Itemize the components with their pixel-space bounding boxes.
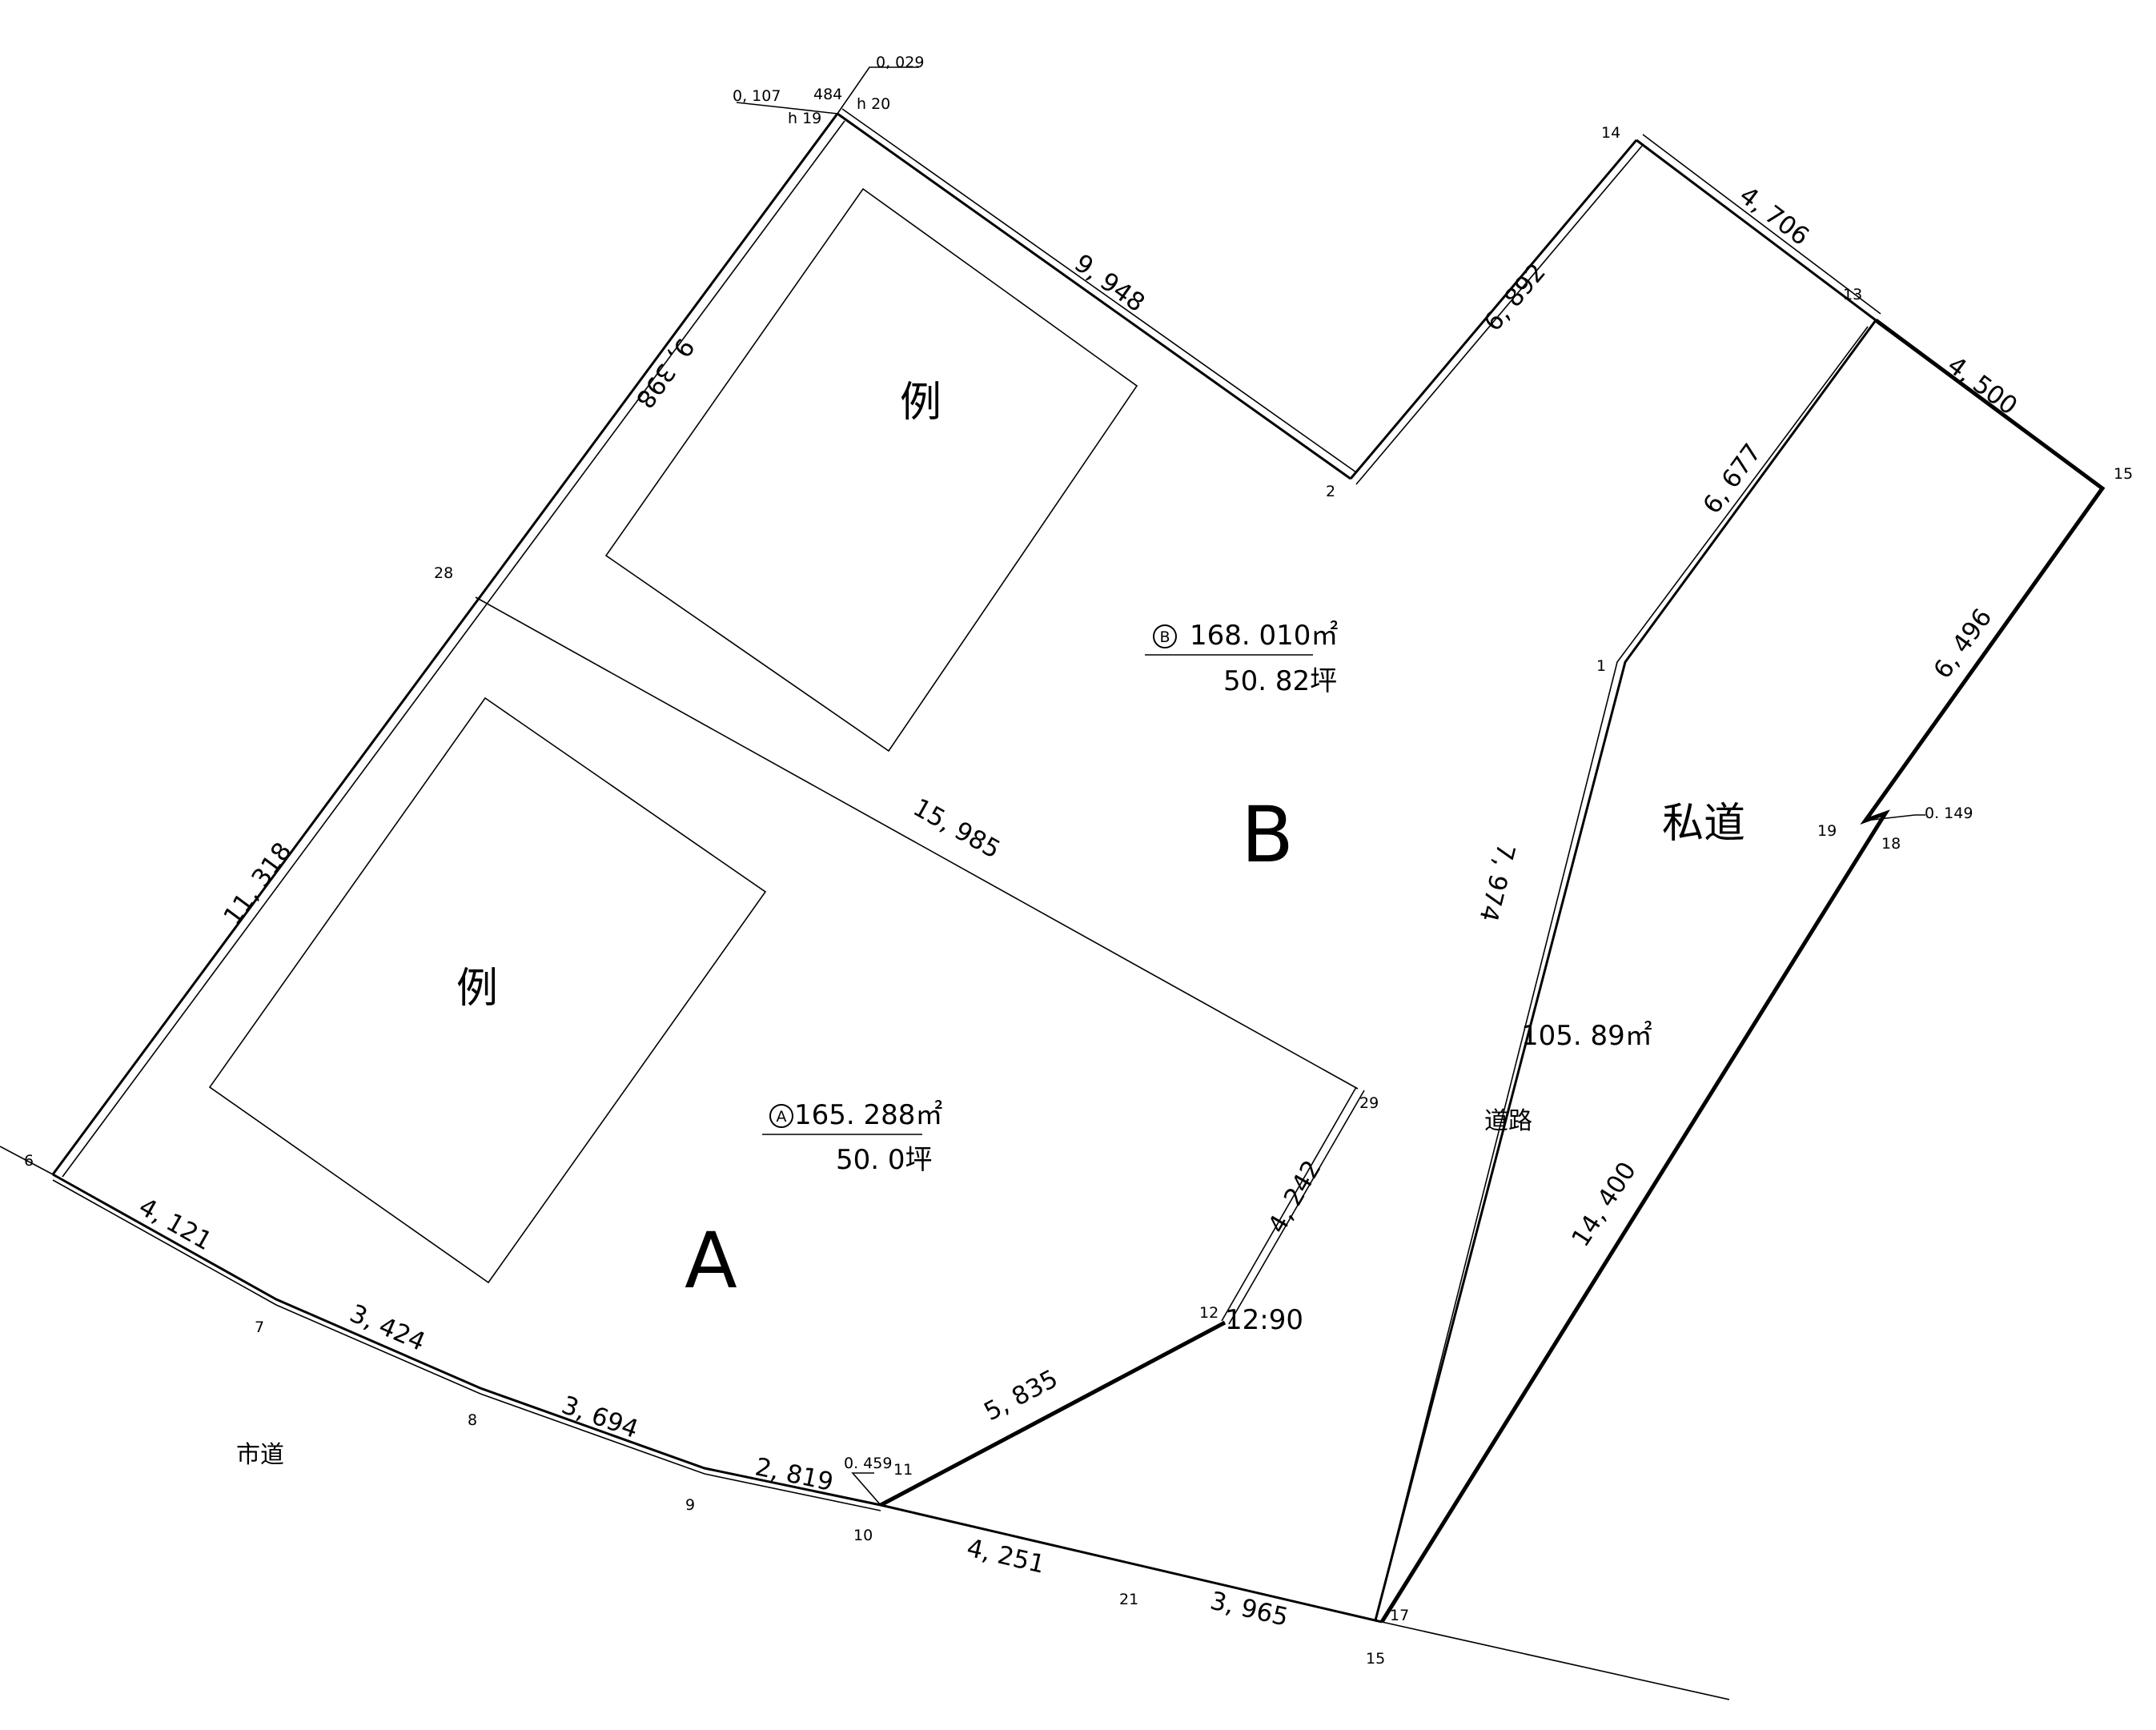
point-10: 10 — [853, 1527, 873, 1544]
dim-4500: 4, 500 — [1942, 351, 2023, 421]
dim-0149: 0. 149 — [1925, 805, 1973, 822]
point-11: 11 — [893, 1461, 913, 1479]
building-b — [604, 187, 1138, 753]
private-road-boundary — [1374, 318, 2106, 1624]
building-a — [208, 696, 767, 1284]
dim-6496: 6, 496 — [1928, 604, 1997, 684]
building-b-label: 例 — [900, 379, 941, 427]
city-road-edge — [0, 1146, 1730, 1700]
division-line — [475, 596, 1359, 1090]
lot-a-road-edge — [851, 1086, 1365, 1507]
lot-b-area-tsubo: 50. 82坪 — [1223, 665, 1337, 697]
point-2: 2 — [1326, 483, 1335, 500]
point-6: 6 — [24, 1152, 34, 1170]
dim-4242: 4, 242 — [1263, 1155, 1327, 1238]
point-8: 8 — [468, 1411, 477, 1429]
dim-3965: 3, 965 — [1207, 1587, 1291, 1632]
road-label: 道路 — [1484, 1107, 1532, 1135]
dim-14400: 14, 400 — [1566, 1157, 1642, 1252]
point-13: 13 — [1843, 286, 1862, 303]
point-14: 14 — [1601, 124, 1620, 142]
lot-a-area: A 165. 288㎡ 50. 0坪 — [762, 1099, 942, 1176]
dim-2819: 2, 819 — [753, 1452, 836, 1497]
point-12: 12 — [1199, 1304, 1219, 1322]
dim-9398: 9, 398 — [630, 332, 700, 413]
dim-4706: 4, 706 — [1734, 181, 1814, 251]
point-19: 19 — [1817, 822, 1837, 840]
lot-a-area-tsubo: 50. 0坪 — [836, 1144, 933, 1176]
private-road-label: 私道 — [1662, 800, 1745, 848]
lot-b-circle-letter: B — [1159, 628, 1170, 646]
point-1: 1 — [1596, 657, 1606, 675]
lot-a-circle-icon — [769, 1104, 793, 1128]
city-road-label: 市道 — [236, 1441, 284, 1469]
point-18: 18 — [1881, 835, 1901, 853]
lot-b-letter: B — [1241, 790, 1294, 880]
dim-0029: 0, 029 — [876, 54, 924, 71]
point-17: 17 — [1390, 1607, 1409, 1624]
dim-4121: 4, 121 — [134, 1192, 217, 1256]
point-9: 9 — [685, 1496, 695, 1514]
dim-6892: 6, 892 — [1479, 258, 1552, 337]
point-15-top: 15 — [2114, 465, 2133, 483]
lot-b-area: B 168. 010㎡ 50. 82坪 — [1145, 620, 1338, 697]
dim-7974: 7, 974 — [1473, 841, 1520, 924]
point-29: 29 — [1359, 1094, 1379, 1112]
lot-a-circle-letter: A — [777, 1108, 787, 1126]
dim-0107: 0, 107 — [733, 87, 781, 105]
lot-a-letter: A — [685, 1216, 737, 1306]
point-12-90: 12:90 — [1225, 1304, 1303, 1336]
point-21: 21 — [1119, 1591, 1138, 1608]
lot-boundary — [51, 108, 1881, 1178]
building-a-label: 例 — [456, 965, 498, 1013]
dim-15985: 15, 985 — [908, 793, 1005, 865]
point-h19: h 19 — [788, 110, 821, 127]
point-15-bottom: 15 — [1366, 1650, 1385, 1668]
dim-11318: 11, 318 — [218, 837, 297, 931]
lot-b-area-m2: 168. 010㎡ — [1190, 620, 1338, 652]
lot-a-area-m2: 165. 288㎡ — [794, 1099, 942, 1131]
dim-0459: 0. 459 — [844, 1455, 892, 1472]
point-7: 7 — [255, 1319, 264, 1336]
road-area: 105. 89㎡ — [1521, 1020, 1652, 1052]
survey-spurs — [736, 66, 1925, 821]
point-28: 28 — [434, 564, 453, 582]
lot-b-circle-icon — [1153, 624, 1177, 648]
point-484: 484 — [813, 86, 842, 103]
point-h20: h 20 — [857, 95, 890, 113]
